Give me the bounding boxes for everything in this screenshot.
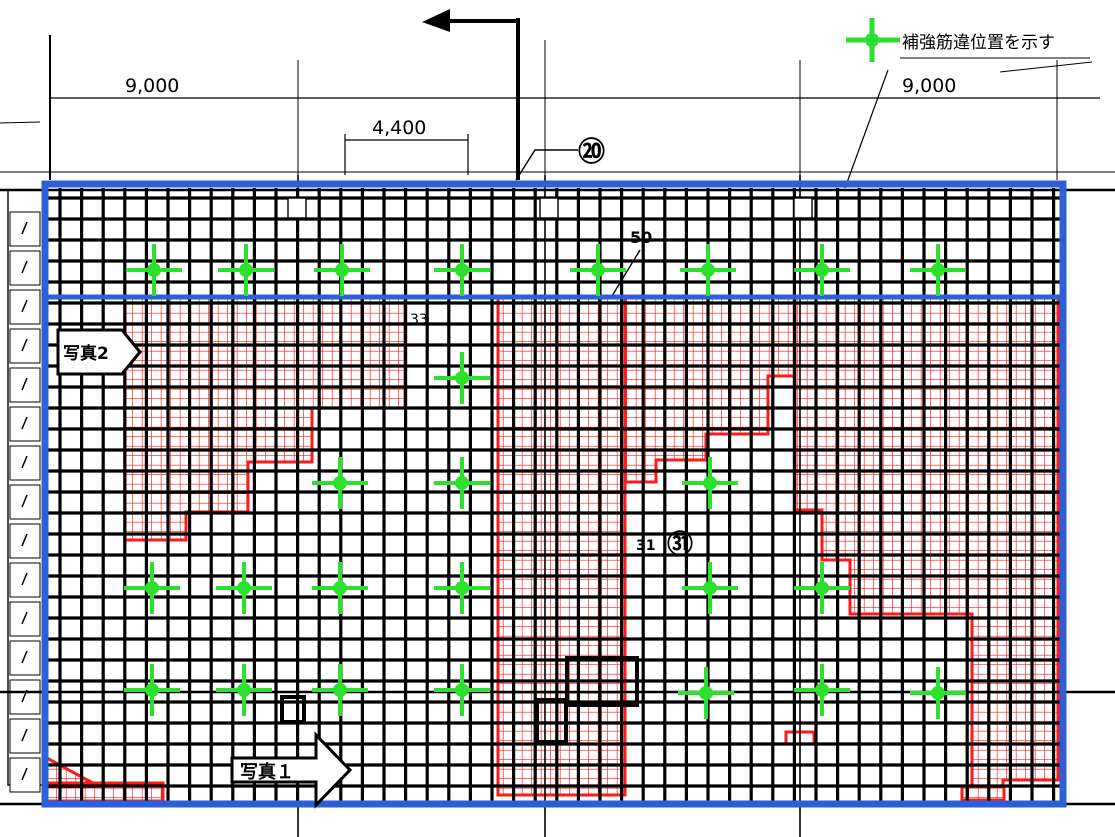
dimension-right: 9,000 bbox=[902, 75, 956, 97]
photo-2-label: 写真2 bbox=[63, 343, 109, 364]
grid-31-label: 31 bbox=[636, 538, 655, 554]
reinforcement-cross-icon bbox=[678, 667, 734, 719]
reinforcement-cross-icon bbox=[124, 664, 180, 716]
reinforcement-cross-icon bbox=[794, 562, 850, 614]
strip-tick bbox=[21, 299, 28, 313]
strip-cell bbox=[9, 250, 41, 286]
strip-cell bbox=[9, 367, 41, 403]
reinforcement-cross-icon bbox=[216, 562, 272, 614]
reinforcement-cross-icon bbox=[312, 664, 368, 716]
strip-tick bbox=[21, 728, 28, 742]
openings bbox=[280, 656, 639, 744]
strip-tick bbox=[21, 455, 28, 469]
section-arrow bbox=[422, 9, 520, 180]
strip-cell bbox=[9, 679, 41, 715]
reinforcement-cross-icon bbox=[910, 244, 966, 296]
strip-tick bbox=[21, 611, 28, 625]
dimension-left: 9,000 bbox=[125, 75, 179, 97]
strip-tick bbox=[21, 572, 28, 586]
strip-cell bbox=[9, 640, 41, 676]
reinforcement-cross-icon bbox=[570, 244, 626, 296]
dimension-lines bbox=[0, 35, 1115, 180]
strip-tick bbox=[21, 338, 28, 352]
strip-cell bbox=[9, 601, 41, 637]
reinforcement-cross-icon bbox=[682, 457, 738, 509]
reinforcement-cross-icon bbox=[218, 244, 274, 296]
strip-cell bbox=[9, 328, 41, 364]
strip-cell bbox=[9, 406, 41, 442]
reinforcement-cross-icon bbox=[312, 562, 368, 614]
reinforcement-cross-icon bbox=[434, 352, 490, 404]
slab-outline bbox=[41, 180, 1067, 808]
photo-1-arrow bbox=[230, 731, 353, 809]
damage-areas bbox=[43, 294, 1060, 803]
reinforcement-cross-icon bbox=[126, 244, 182, 296]
legend-label: 補強筋違位置を示す bbox=[902, 33, 1055, 53]
strip-cell bbox=[9, 289, 41, 325]
reinforcement-cross-icon bbox=[314, 244, 370, 296]
grid-callout-31: 31 ㉛ bbox=[636, 529, 693, 560]
strip-tick bbox=[21, 767, 28, 781]
reinforcement-cross-icon bbox=[434, 457, 490, 509]
strip-cell bbox=[9, 562, 41, 598]
strip-cell bbox=[9, 523, 41, 559]
grid-31-circle: ㉛ bbox=[667, 529, 693, 560]
damage-area-right bbox=[793, 294, 1060, 789]
reinforcement-cross-icon bbox=[910, 667, 966, 719]
reinforcement-cross-icon bbox=[434, 562, 490, 614]
strip-cell bbox=[9, 211, 41, 247]
reinforcement-cross-icon bbox=[434, 664, 490, 716]
reinforcement-cross-icon bbox=[124, 562, 180, 614]
strip-tick bbox=[21, 494, 28, 508]
reinforcement-cross-icon bbox=[312, 457, 368, 509]
strip-tick bbox=[21, 416, 28, 430]
strip-tick bbox=[21, 260, 28, 274]
reinforcement-cross-icon bbox=[682, 562, 738, 614]
reinforcement-cross-icon bbox=[794, 244, 850, 296]
photo-1-label: 写真１ bbox=[240, 761, 294, 783]
strip-tick bbox=[21, 650, 28, 664]
strip-cell bbox=[9, 445, 41, 481]
reinforcement-cross-icon bbox=[216, 664, 272, 716]
reinforcement-cross-icon bbox=[794, 664, 850, 716]
leader-line bbox=[611, 249, 641, 297]
photo-2-marker[interactable]: 写真2 bbox=[56, 328, 142, 376]
column-markers bbox=[287, 197, 813, 219]
grid-20-label: ⑳ bbox=[578, 136, 605, 168]
dimension-center: 4,400 bbox=[372, 117, 426, 139]
column-strip bbox=[7, 189, 44, 793]
strip-tick bbox=[21, 377, 28, 391]
reinforcement-markers bbox=[124, 244, 966, 719]
strip-cell bbox=[9, 484, 41, 520]
damage-triangle bbox=[43, 754, 101, 789]
legend: 補強筋違位置を示す bbox=[844, 18, 1090, 189]
strip-cell bbox=[9, 718, 41, 754]
structural-grid bbox=[0, 175, 1115, 837]
mark-33: 33 bbox=[410, 312, 428, 328]
photo-1-marker[interactable]: 写真１ bbox=[230, 731, 353, 809]
strip-cell bbox=[9, 757, 41, 793]
photo-2-arrow bbox=[56, 328, 142, 376]
reinforcement-cross-icon bbox=[434, 244, 490, 296]
strip-tick bbox=[21, 533, 28, 547]
reinforcement-cross-icon bbox=[680, 244, 736, 296]
damage-area-center bbox=[496, 294, 627, 797]
strip-tick bbox=[21, 221, 28, 235]
grid-callout-20: ⑳ bbox=[515, 136, 605, 181]
mark-50: 50 bbox=[630, 228, 652, 247]
